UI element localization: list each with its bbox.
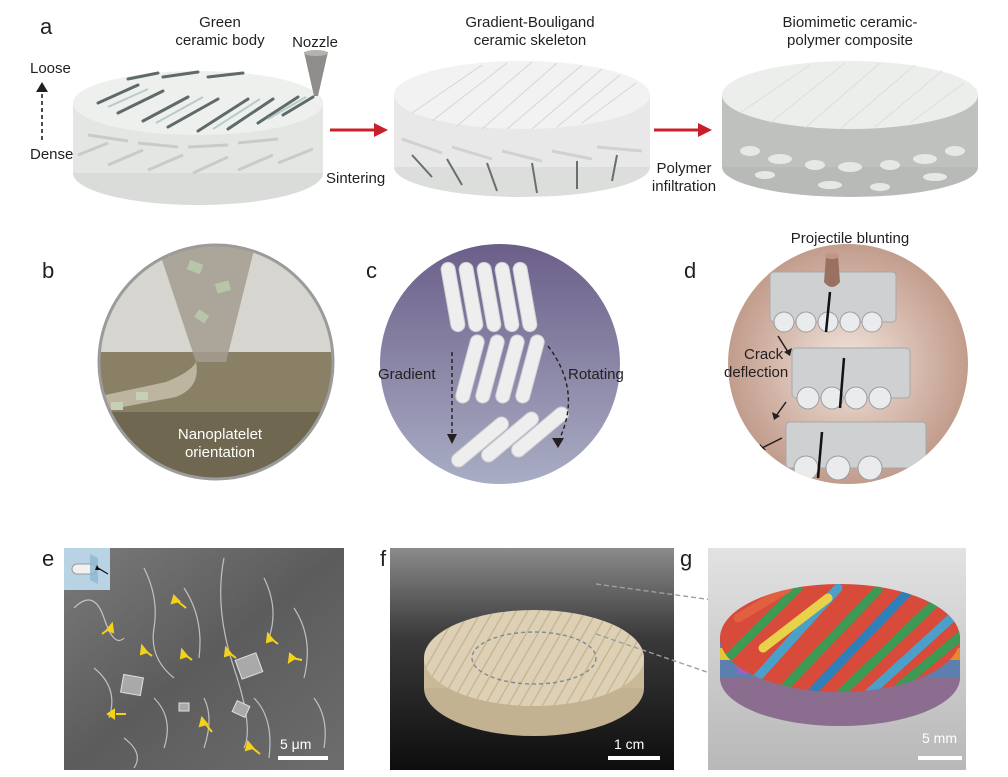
- panel-label-b: b: [42, 258, 55, 283]
- stage2-title-line1: Gradient-Bouligand: [465, 14, 595, 31]
- crack-label-line2: deflection: [724, 364, 789, 381]
- composite-disk: [722, 61, 978, 197]
- green-ceramic-body-disk: [73, 70, 323, 205]
- projectile-blunting-label: Projectile blunting: [790, 230, 910, 247]
- sem-micrograph: [64, 548, 344, 770]
- ceramic-skeleton-disk: [394, 61, 650, 197]
- stage1-title-line1: Green: [199, 14, 241, 31]
- nanoplatelet-caption-line1: Nanoplatelet: [177, 426, 263, 443]
- ct-reconstruction: [708, 548, 966, 770]
- panel-label-d: d: [684, 258, 697, 283]
- gradient-up-arrow: [36, 82, 48, 140]
- infiltration-label-line1: Polymer: [656, 160, 712, 177]
- sintering-arrow: [330, 123, 388, 137]
- gradient-label: Gradient: [378, 366, 436, 383]
- loose-label: Loose: [30, 60, 71, 77]
- disk-photo: [390, 548, 674, 770]
- scale-label-f: 1 cm: [614, 736, 645, 752]
- nozzle-label: Nozzle: [292, 34, 338, 51]
- panel-label-a: a: [40, 14, 53, 39]
- infiltration-arrow: [654, 123, 712, 137]
- sintering-label: Sintering: [326, 170, 386, 187]
- panel-label-f: f: [380, 546, 387, 571]
- dense-label: Dense: [30, 146, 74, 163]
- crack-deflection-circle: [728, 244, 968, 484]
- rotating-label: Rotating: [568, 366, 624, 383]
- stage1-title-line2: ceramic body: [175, 32, 265, 49]
- stage3-title-line2: polymer composite: [787, 32, 913, 49]
- nozzle-icon: [304, 50, 328, 96]
- panel-label-c: c: [366, 258, 377, 283]
- panel-label-e: e: [42, 546, 55, 571]
- scale-label-g: 5 mm: [922, 730, 957, 746]
- infiltration-label-line2: infiltration: [651, 178, 717, 195]
- crack-label-line1: Crack: [744, 346, 784, 363]
- stage3-title-line1: Biomimetic ceramic-: [782, 14, 918, 31]
- nozzle-closeup-circle: [97, 243, 335, 481]
- scale-label-e: 5 μm: [280, 736, 312, 752]
- stage2-title-line2: ceramic skeleton: [473, 32, 587, 49]
- nanoplatelet-caption-line2: orientation: [184, 444, 256, 461]
- panel-label-g: g: [680, 546, 693, 571]
- bouligand-rods-circle: [380, 244, 620, 484]
